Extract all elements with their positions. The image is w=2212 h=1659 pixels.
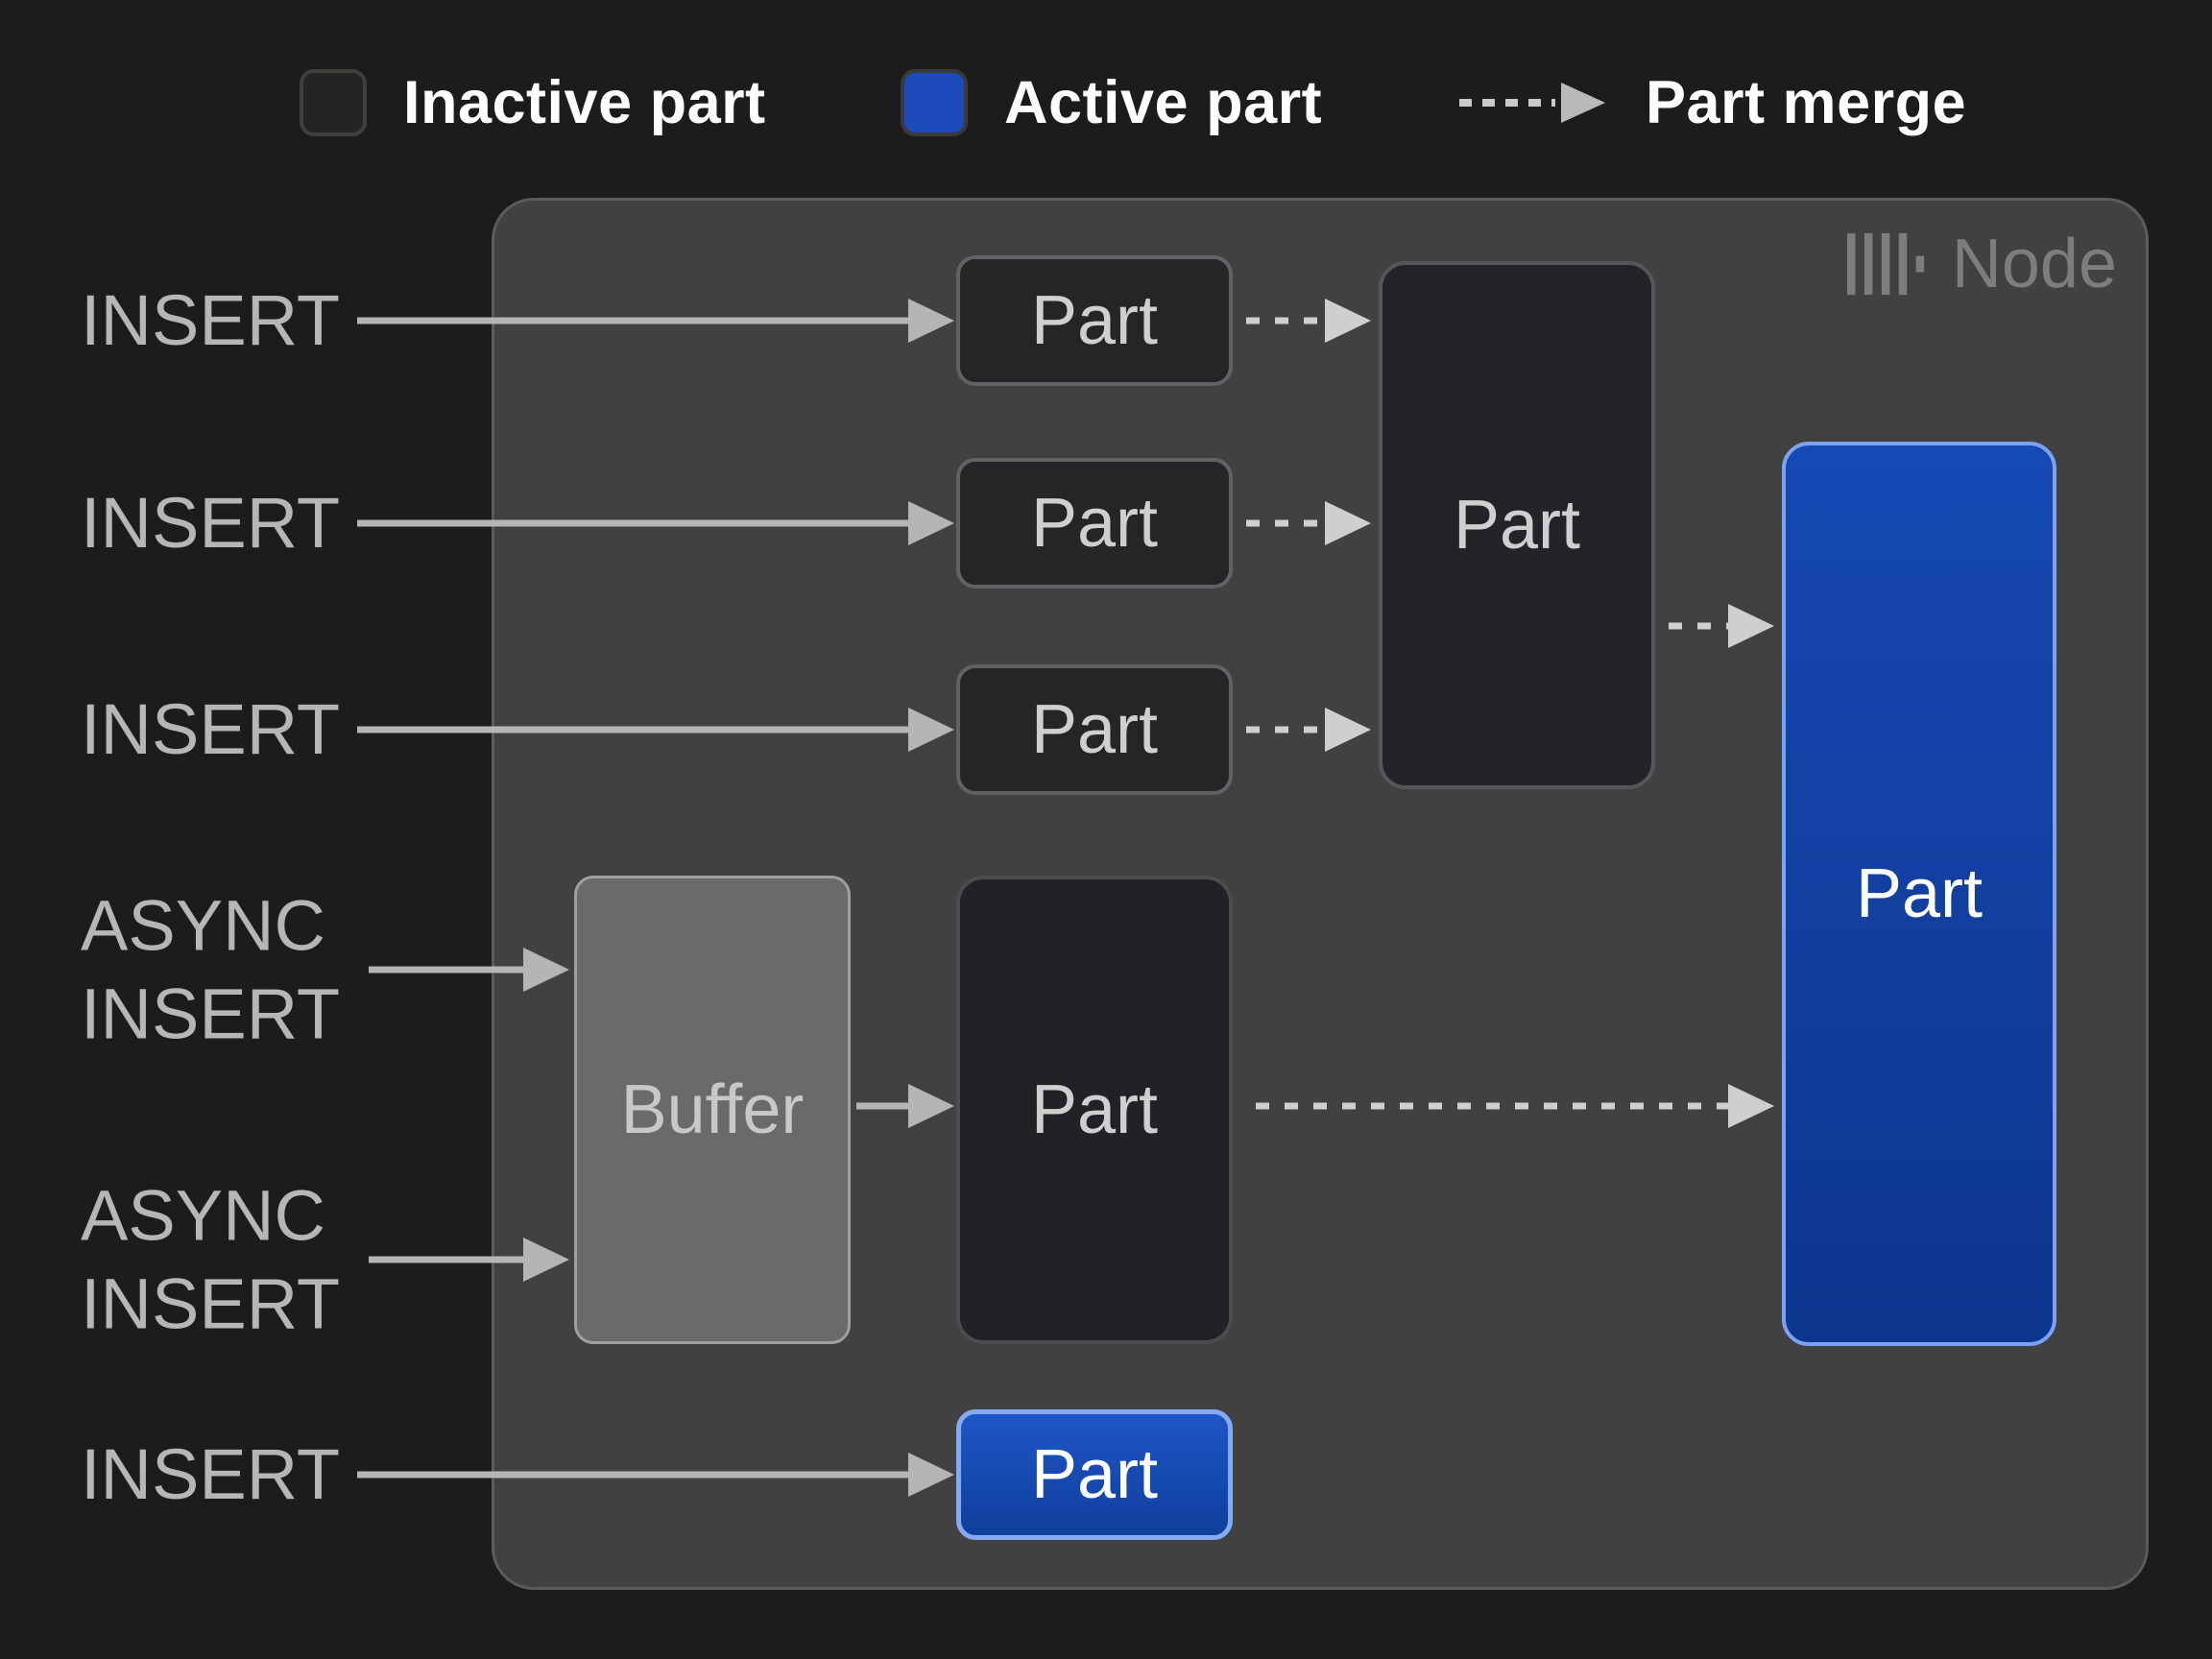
part-box-label: Part [1030,485,1159,562]
buffer-part-box: Part [956,876,1233,1344]
part-box-insert-3: Part [956,664,1233,795]
insert-label-4: INSERT [81,1434,341,1515]
legend-item-active-part: Active part [901,69,1322,136]
part-box-label: Part [1453,487,1581,564]
legend-item-inactive-part: Inactive part [300,69,766,136]
part-box-label: Part [1855,855,1984,932]
insert-label-2: INSERT [81,483,341,564]
async-insert-label-1: ASYNC INSERT [81,885,341,1053]
insert-label-3: INSERT [81,689,341,770]
legend-label-active: Active part [1004,69,1323,136]
merged-part-box: Part [1379,261,1655,789]
legend-item-part-merge: Part merge [1455,69,1966,136]
part-box-label: Part [1030,691,1159,768]
node-title-label: Node [1951,226,2117,302]
node-title: Node [1846,226,2117,302]
part-box-insert-2: Part [956,458,1233,589]
part-box-label: Part [1030,1071,1159,1148]
part-box-label: Part [1030,1436,1159,1513]
legend-label-inactive: Inactive part [403,69,766,136]
part-box-insert-1: Part [956,255,1233,386]
active-part-box-small: Part [956,1409,1233,1540]
active-part-box-large: Part [1782,442,2056,1346]
buffer-box: Buffer [574,876,851,1344]
inactive-part-swatch [300,69,367,136]
legend-label-part-merge: Part merge [1646,69,1967,136]
insert-label-1: INSERT [81,280,341,361]
part-box-label: Part [1030,282,1159,359]
buffer-box-label: Buffer [620,1071,805,1148]
part-merge-arrow-icon [1459,83,1605,123]
active-part-swatch [901,69,968,136]
clickhouse-logo-icon [1846,232,1925,296]
async-insert-label-2: ASYNC INSERT [81,1175,341,1343]
